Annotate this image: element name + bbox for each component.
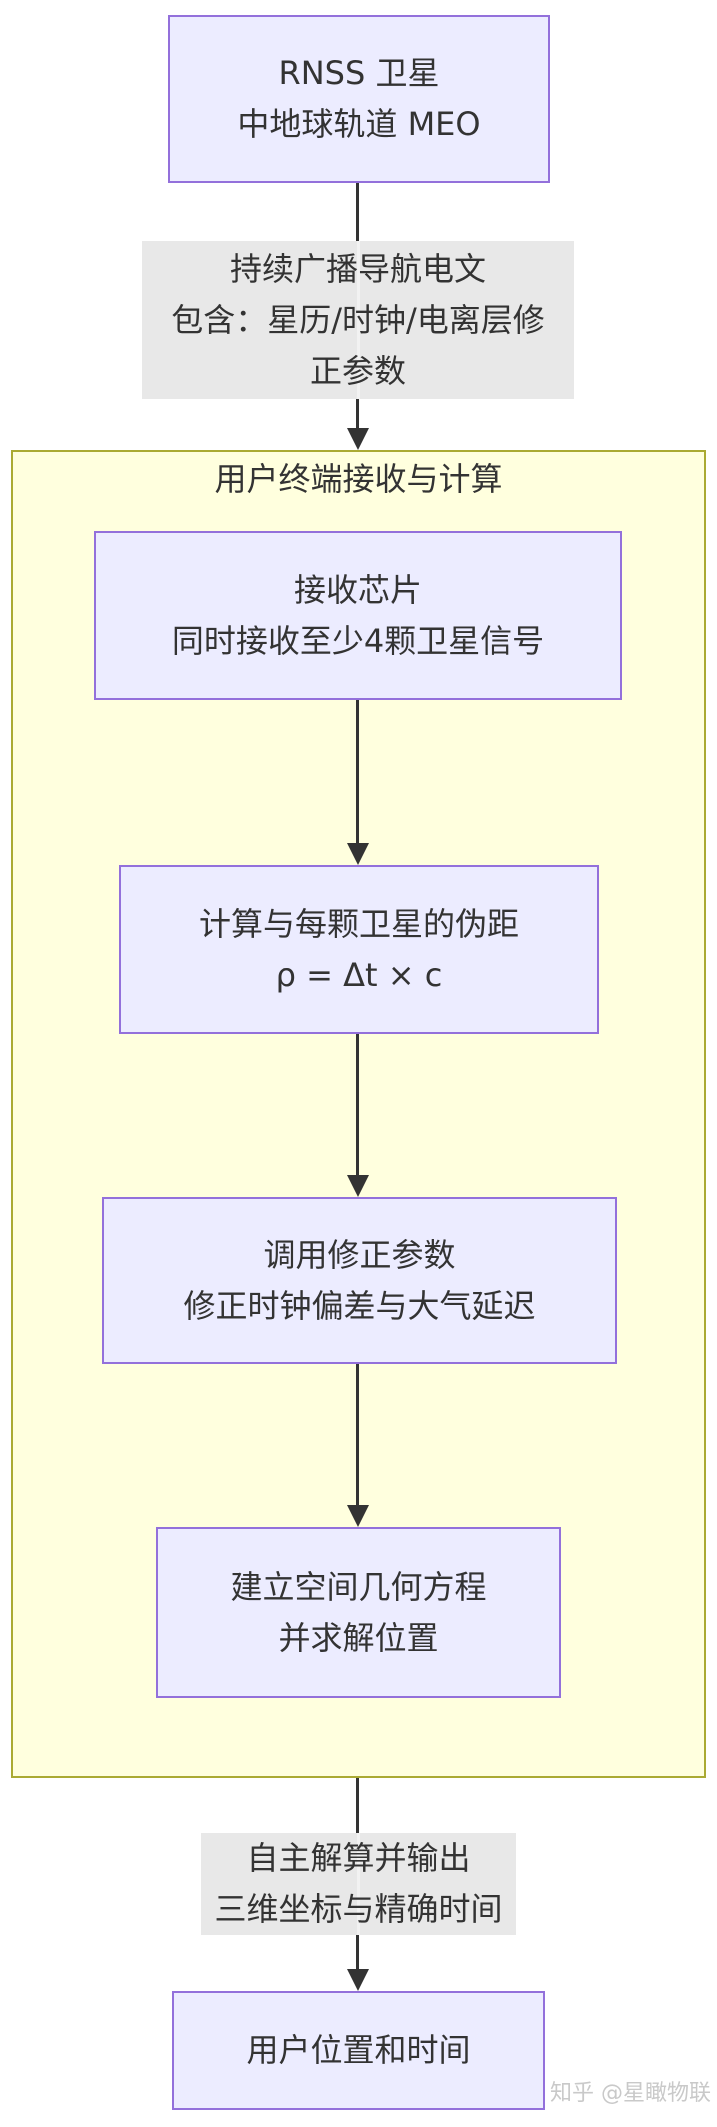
node-correction: 调用修正参数 修正时钟偏差与大气延迟: [102, 1197, 617, 1364]
edge-line: [356, 399, 359, 430]
node-text-line: 同时接收至少4颗卫星信号: [171, 621, 545, 660]
edge-label-line: 三维坐标与精确时间: [214, 1890, 503, 1928]
edge-label-line: 自主解算并输出: [246, 1839, 471, 1877]
node-text-line: 并求解位置: [278, 1618, 439, 1657]
edge-line-through-label: [357, 1833, 360, 1935]
node-user-position: 用户位置和时间: [172, 1991, 545, 2110]
edge-label-line: 正参数: [309, 351, 406, 390]
arrowhead-down-icon: [347, 1175, 369, 1197]
watermark: 知乎 @星瞰物联: [550, 2081, 711, 2106]
edge-label-line: 包含：星历/时钟/电离层修: [171, 300, 545, 339]
arrowhead-down-icon: [347, 843, 369, 865]
cluster-title: 用户终端接收与计算: [214, 460, 503, 498]
edge-line: [356, 1778, 359, 1833]
node-text-line: 建立空间几何方程: [230, 1567, 487, 1606]
node-text-line: 修正时钟偏差与大气延迟: [183, 1286, 536, 1325]
node-text-line: RNSS 卫星: [278, 54, 440, 92]
node-rnss-satellite: RNSS 卫星 中地球轨道 MEO: [168, 15, 550, 183]
edge-label-output: 自主解算并输出 三维坐标与精确时间: [201, 1833, 516, 1935]
node-pseudorange: 计算与每颗卫星的伪距 ρ = Δt × c: [119, 865, 599, 1034]
edge-line: [356, 700, 359, 844]
arrowhead-down-icon: [347, 1969, 369, 1991]
node-text-line: 用户位置和时间: [246, 2031, 471, 2069]
node-receive-chip: 接收芯片 同时接收至少4颗卫星信号: [94, 531, 622, 700]
node-text-line: 接收芯片: [293, 570, 422, 609]
node-text-line: ρ = Δt × c: [275, 955, 443, 994]
edge-line-through-label: [356, 241, 360, 399]
edge-line: [356, 183, 359, 241]
arrowhead-down-icon: [347, 1505, 369, 1527]
edge-label-line: 持续广播导航电文: [229, 249, 486, 288]
edge-line: [356, 1364, 359, 1506]
edge-line: [356, 1935, 359, 1970]
arrowhead-down-icon: [347, 428, 369, 450]
node-text-line: 调用修正参数: [263, 1235, 456, 1274]
edge-label-broadcast: 持续广播导航电文 包含：星历/时钟/电离层修 正参数: [142, 241, 574, 399]
node-solve-position: 建立空间几何方程 并求解位置: [156, 1527, 561, 1698]
node-text-line: 中地球轨道 MEO: [237, 105, 481, 143]
node-text-line: 计算与每颗卫星的伪距: [198, 904, 519, 943]
edge-line: [356, 1034, 359, 1176]
